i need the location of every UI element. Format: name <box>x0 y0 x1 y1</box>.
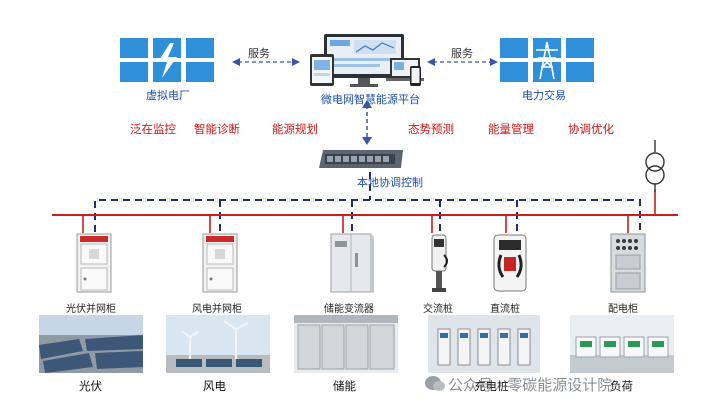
photo-label-load: 负荷 <box>610 379 633 393</box>
storage-photo <box>294 315 398 373</box>
charging-pile-photo <box>428 315 540 373</box>
virtual-plant-label: 虚拟电厂 <box>146 89 190 102</box>
wind-photo <box>166 315 270 373</box>
function-label: 协调优化 <box>568 122 614 136</box>
energy-storage-converter-icon <box>330 233 374 293</box>
platform-label: 微电网智慧能源平台 <box>321 93 420 106</box>
service-right-label: 服务 <box>451 47 473 60</box>
device-label-storage-converter: 储能变流器 <box>324 304 374 315</box>
device-label-distribution-cabinet: 配电柜 <box>608 304 638 315</box>
pv-grid-cabinet-icon <box>76 233 112 293</box>
arrow-head-right-b <box>490 58 498 66</box>
load-photo <box>570 315 674 373</box>
arrow-head-right-a <box>427 58 435 66</box>
photo-label-pv: 光伏 <box>79 379 102 393</box>
wechat-icon <box>424 374 446 394</box>
power-trading-tiles <box>500 38 595 83</box>
distribution-cabinet-icon <box>610 233 646 293</box>
function-label: 能源规划 <box>272 122 318 136</box>
controller-icon <box>317 146 407 172</box>
device-label-dc-charger: 直流桩 <box>490 304 520 315</box>
power-drops <box>82 190 656 233</box>
arrow-head-left-b <box>292 58 300 66</box>
function-label: 态势预测 <box>408 122 454 136</box>
controller-label: 本地协调控制 <box>357 176 423 189</box>
arrow-head-left-a <box>232 58 240 66</box>
platform-devices-icon <box>310 32 425 90</box>
function-label: 智能诊断 <box>194 122 240 136</box>
dc-charger-icon <box>490 233 530 293</box>
power-trading-label: 电力交易 <box>522 89 566 102</box>
service-left-label: 服务 <box>248 47 270 60</box>
device-label-pv-cabinet: 光伏并网柜 <box>66 304 116 315</box>
function-label: 能量管理 <box>488 122 534 136</box>
transformer-icon <box>645 140 665 192</box>
transmission-tower-icon <box>536 41 558 80</box>
lightning-icon <box>158 43 177 78</box>
wind-grid-cabinet-icon <box>202 233 238 293</box>
device-label-wind-cabinet: 风电并网柜 <box>192 304 242 315</box>
photo-label-storage: 储能 <box>333 379 356 393</box>
virtual-plant-tiles <box>120 38 215 83</box>
photo-label-wind: 风电 <box>203 379 226 393</box>
device-label-ac-charger: 交流桩 <box>423 304 453 315</box>
pv-photo <box>39 315 143 373</box>
ac-charger-icon <box>428 233 450 293</box>
arrow-head-down <box>362 137 372 145</box>
arrow-head-up <box>362 100 372 108</box>
function-label: 泛在监控 <box>130 122 176 136</box>
photo-label-charging: 充电桩 <box>474 379 509 393</box>
watermark-text: 公众号 · 零碳能源设计院 <box>448 376 613 394</box>
